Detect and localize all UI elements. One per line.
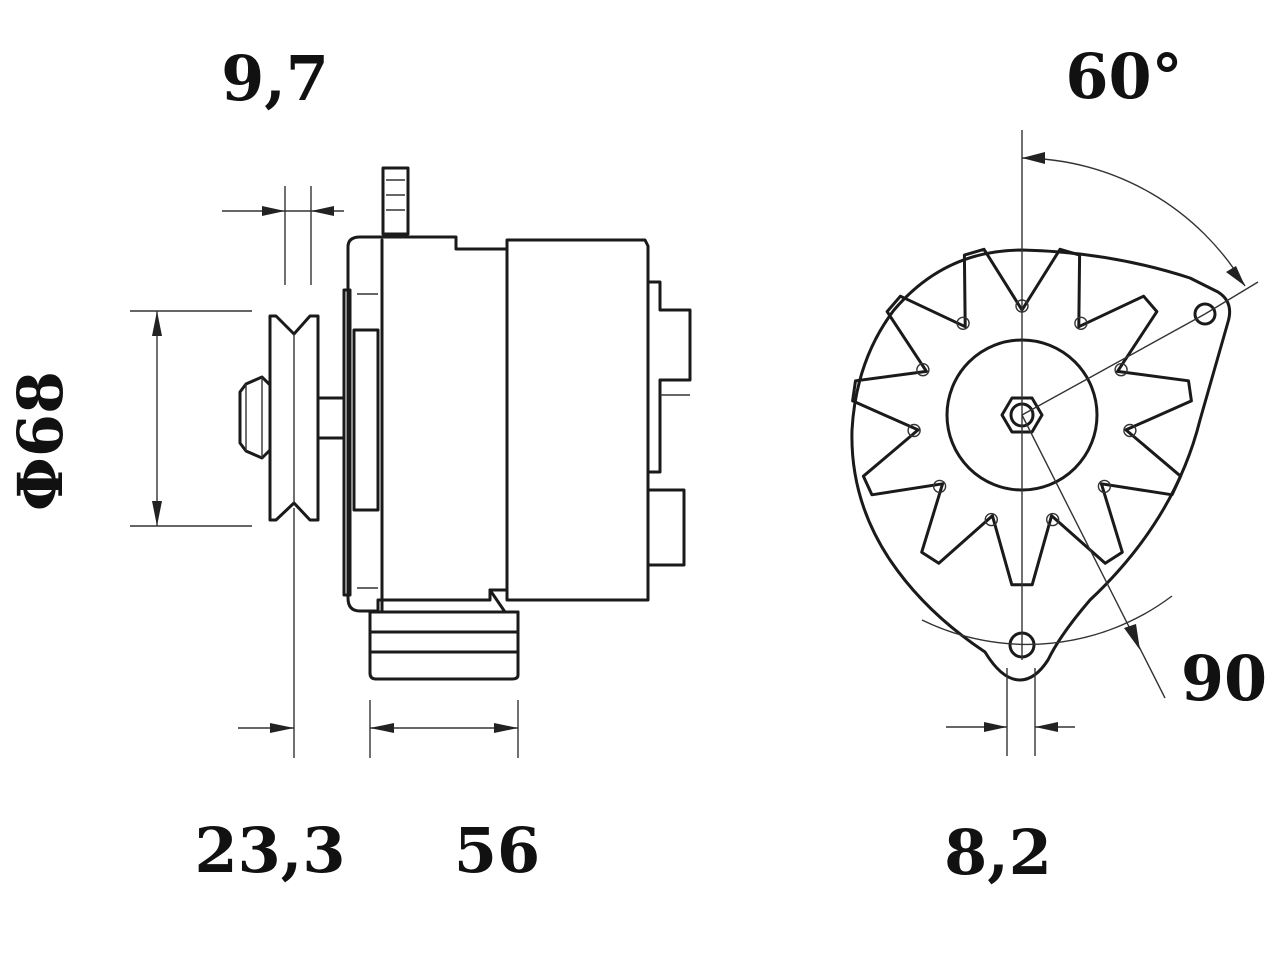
pulley xyxy=(268,314,320,522)
front-outline xyxy=(850,248,1232,682)
dim-pulley-diameter xyxy=(130,310,252,527)
dim-bottom xyxy=(238,508,519,758)
mounting-foot xyxy=(368,610,520,681)
front-view xyxy=(850,130,1259,756)
fan-blade-root xyxy=(984,512,998,527)
rear-body xyxy=(488,238,650,628)
fan-blade-root xyxy=(907,423,921,438)
side-view xyxy=(130,166,692,758)
fan-blade-root xyxy=(1045,512,1060,527)
label-mount-angle: 60° xyxy=(1065,40,1182,113)
fan-blade-root xyxy=(1123,423,1137,438)
fan-blade-root xyxy=(1097,479,1112,494)
dim-angle xyxy=(1021,152,1246,287)
housing xyxy=(342,235,509,613)
label-pulley-offset: 23,3 xyxy=(194,814,345,887)
fan-blade-root xyxy=(1074,316,1088,330)
center-lines xyxy=(1021,130,1259,699)
fan-blade-root xyxy=(916,363,930,377)
hex-nut xyxy=(238,375,272,460)
fan-blade-root xyxy=(1114,363,1128,377)
label-mount-depth: 56 xyxy=(454,814,540,887)
fan-blade-root xyxy=(956,316,970,330)
shaft-nut-icon xyxy=(1000,396,1044,434)
dim-top-width xyxy=(222,186,344,285)
label-mount-radius: 90 xyxy=(1181,642,1267,715)
connector-blocks xyxy=(646,280,692,567)
label-top-width: 9,7 xyxy=(221,42,329,115)
dim-hole xyxy=(946,668,1075,756)
fan-blade-root xyxy=(932,479,947,494)
shaft xyxy=(316,396,346,440)
label-hole-diameter: 8,2 xyxy=(944,816,1052,889)
label-pulley-diameter: Φ68 xyxy=(4,371,77,511)
mount-hole-top xyxy=(1193,302,1217,326)
terminal-tab xyxy=(381,166,410,236)
dim-radius xyxy=(921,595,1173,650)
